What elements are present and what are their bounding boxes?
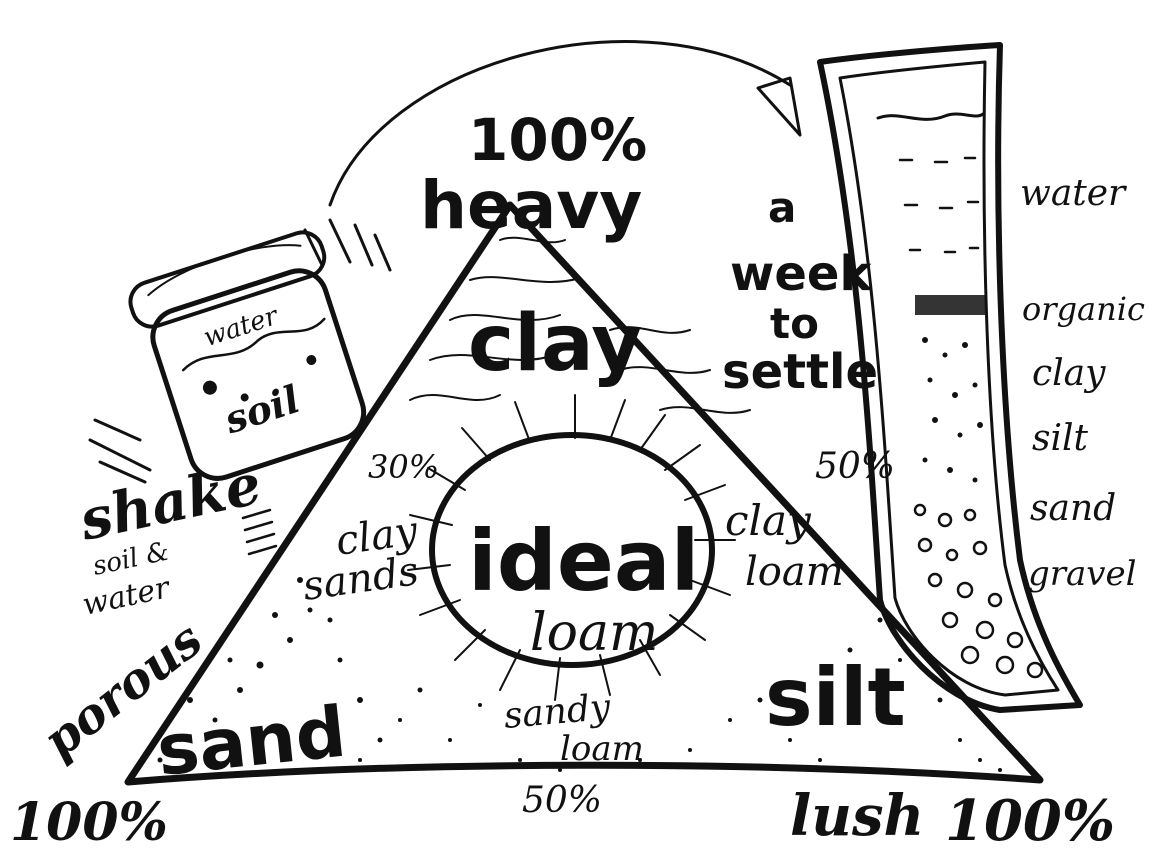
tube-layer-organic: organic bbox=[1022, 290, 1145, 328]
jar-soil-label: soil bbox=[218, 376, 305, 442]
lush-label: lush bbox=[790, 783, 924, 849]
sandy-loam-label-2: loam bbox=[560, 729, 644, 769]
tube-layer-sand: sand bbox=[1030, 488, 1116, 529]
clay-loam-label-1: clay bbox=[725, 496, 812, 545]
shake-line2: water bbox=[79, 570, 174, 623]
sand-label: sand bbox=[153, 691, 349, 792]
silt-label: silt bbox=[765, 651, 906, 744]
settle-line4: settle bbox=[722, 344, 878, 400]
bottom-edge-percent: 50% bbox=[522, 780, 602, 821]
heavy-label: heavy bbox=[420, 167, 642, 244]
right-edge-percent: 50% bbox=[815, 446, 895, 487]
tube-layer-clay: clay bbox=[1032, 353, 1106, 394]
top-percent: 100% bbox=[468, 106, 647, 174]
right-percent: 100% bbox=[945, 788, 1115, 854]
ideal-label: ideal bbox=[468, 512, 699, 610]
clay-loam-label-2: loam bbox=[745, 549, 844, 595]
settle-line1: a bbox=[768, 183, 796, 232]
left-edge-percent: 30% bbox=[368, 448, 439, 486]
clay-label: clay bbox=[468, 299, 642, 389]
tube-layer-gravel: gravel bbox=[1028, 554, 1137, 594]
tube-layer-water: water bbox=[1020, 173, 1127, 214]
left-percent: 100% bbox=[10, 792, 168, 853]
clay-sands-label-2: sands bbox=[300, 548, 422, 610]
loam-label: loam bbox=[530, 603, 658, 663]
shake-title: shake bbox=[73, 451, 267, 554]
tube-layer-silt: silt bbox=[1032, 418, 1089, 459]
settle-line3: to bbox=[770, 299, 819, 348]
shaking-jar: water soil bbox=[125, 227, 380, 489]
